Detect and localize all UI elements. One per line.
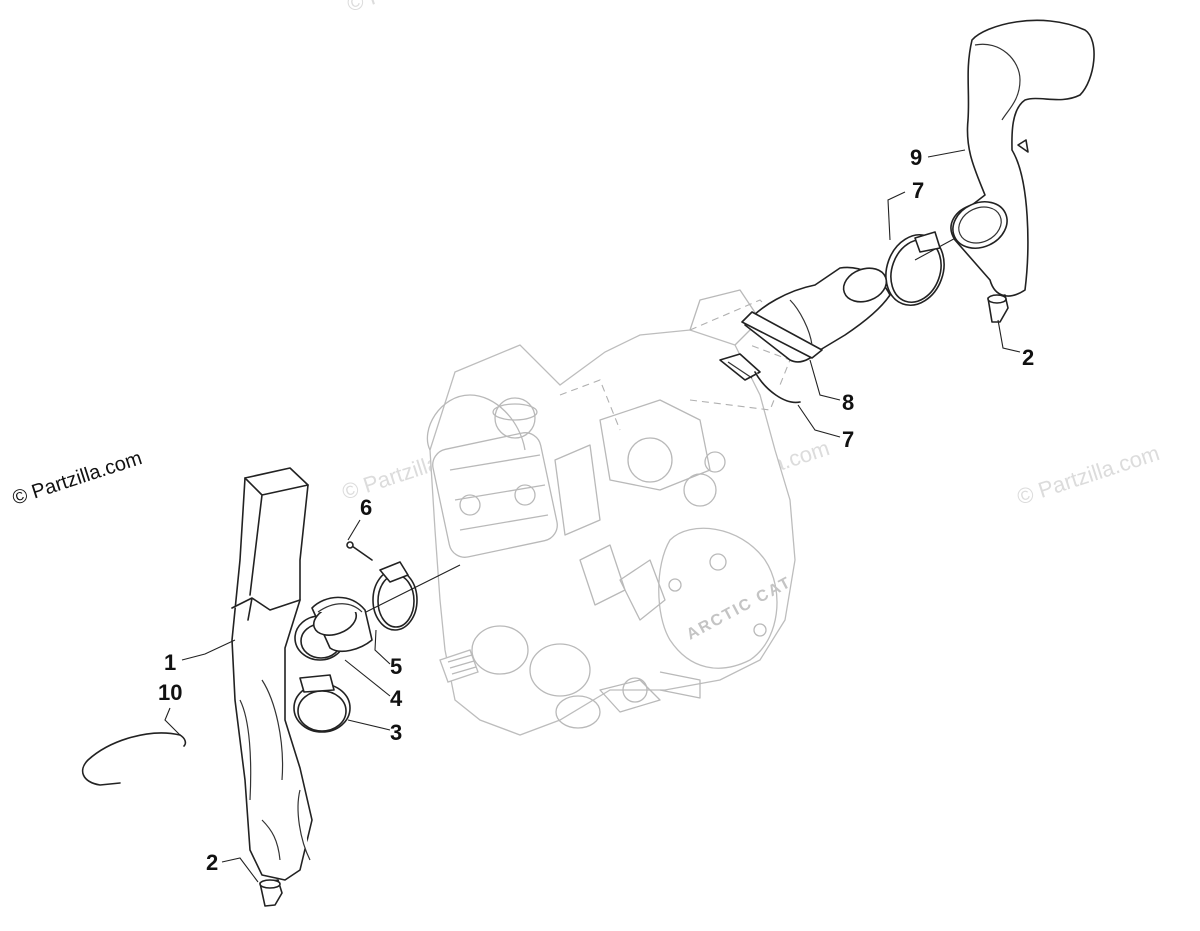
callout-6: 6 <box>360 495 372 520</box>
part-7-upper-clamp <box>885 231 945 306</box>
callout-9: 9 <box>910 145 922 170</box>
leader-3 <box>347 719 391 731</box>
engine-block: ARCTIC CAT <box>426 289 796 736</box>
leader-8 <box>809 359 841 401</box>
assembly-line-5 <box>349 564 461 621</box>
leader-4 <box>344 659 391 697</box>
leader-1 <box>181 639 236 661</box>
callout-2-right: 2 <box>1022 345 1034 370</box>
leader-10 <box>164 707 181 736</box>
part-7-lower-clamp <box>719 353 801 404</box>
callout-3: 3 <box>390 720 402 745</box>
leader-7-upper <box>887 191 906 241</box>
callout-4: 4 <box>390 686 403 711</box>
leader-5 <box>374 629 391 665</box>
leader-9 <box>927 149 966 158</box>
leader-2-left <box>221 857 259 883</box>
leader-2-right <box>997 319 1021 353</box>
callout-1: 1 <box>164 650 176 675</box>
leader-7-lower <box>797 404 841 438</box>
part-3-hose-clamp <box>293 674 351 733</box>
part-9-rear-duct <box>950 19 1095 323</box>
part-front-hose-clamp <box>372 561 418 631</box>
leader-6 <box>347 519 361 541</box>
assembly-line-front <box>559 379 621 431</box>
part-10-wire-clip-end <box>179 734 187 747</box>
watermark-faint-4: © Partzilla.com <box>344 0 493 17</box>
watermark-copyright: © Partzilla.com <box>10 447 145 510</box>
callout-5: 5 <box>390 654 402 679</box>
watermark-faint-1: © Partzilla.com <box>1014 440 1163 510</box>
callout-7-lower: 7 <box>842 427 854 452</box>
part-8-elbow-boot <box>741 266 891 363</box>
callout-8: 8 <box>842 390 854 415</box>
callout-2-left: 2 <box>206 850 218 875</box>
part-6-screw <box>346 541 373 561</box>
assembly-line-rear <box>689 344 791 411</box>
callout-7-upper: 7 <box>912 178 924 203</box>
part-1-intake-duct <box>231 467 313 907</box>
part-10-wire-clip <box>81 732 181 786</box>
part-5-intake-boot <box>311 596 373 652</box>
callout-10: 10 <box>158 680 182 705</box>
